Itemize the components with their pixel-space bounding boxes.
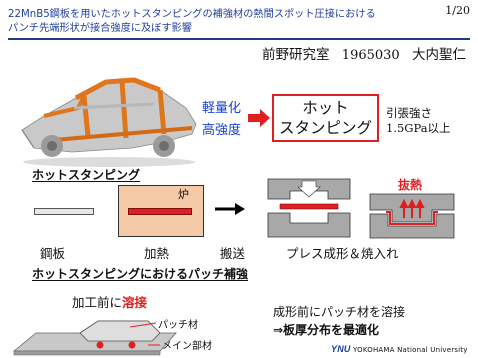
hot-stamping-line2: スタンピング xyxy=(278,119,372,137)
conclusion-line1: 成形前にパッチ材を溶接 xyxy=(273,305,406,319)
tensile-value: 1.5GPa以上 xyxy=(386,121,451,135)
pre-weld-text: 加工前に xyxy=(72,295,123,310)
step-transfer: 搬送 xyxy=(220,246,246,261)
conclusion-line2: ⇒板厚分布を最適化 xyxy=(273,323,380,337)
step-steel-sheet: 鋼板 xyxy=(40,246,66,261)
press-die-diagram xyxy=(267,178,351,238)
step-press-quench: プレス成形＆焼入れ xyxy=(286,246,399,261)
university-logo: YNU YOKOHAMA National University xyxy=(331,344,468,354)
student-id: 1965030 xyxy=(341,48,400,63)
author-line: 前野研究室 1965030 大内聖仁 xyxy=(262,43,466,63)
hot-stamping-line1: ホット xyxy=(302,99,349,117)
transfer-arrow-icon xyxy=(215,203,245,215)
weld-emphasis: 溶接 xyxy=(122,295,148,310)
heat-removal-label: 抜熱 xyxy=(398,178,423,192)
tensile-strength: 引張強さ 1.5GPa以上 xyxy=(386,106,451,136)
benefit-high-strength: 高強度 xyxy=(202,123,242,138)
slide-title-line2: パンチ先端形状が接合強度に及ぼす影響 xyxy=(8,22,192,34)
page-number: 1/20 xyxy=(445,4,470,17)
car-body-image xyxy=(21,77,197,167)
benefits: 軽量化 高強度 xyxy=(202,100,241,140)
benefit-lightweight: 軽量化 xyxy=(202,101,242,116)
author-name: 大内聖仁 xyxy=(412,47,466,63)
conclusion-text: 成形前にパッチ材を溶接 ⇒板厚分布を最適化 xyxy=(273,303,405,339)
slide-title: 22MnB5鋼板を用いたホットスタンピングの補強材の熱間スポット圧接における パ… xyxy=(8,8,428,35)
lab-name: 前野研究室 xyxy=(262,47,330,63)
process-heading: ホットスタンピング xyxy=(32,168,141,182)
steel-sheet-shape xyxy=(34,208,94,215)
closed-press-diagram xyxy=(369,193,455,239)
ynu-mark: YNU xyxy=(331,344,351,354)
hot-stamping-box: ホット スタンピング xyxy=(272,94,379,142)
university-name: YOKOHAMA National University xyxy=(353,346,468,354)
step-heating: 加熱 xyxy=(144,246,170,261)
furnace-label: 炉 xyxy=(178,188,189,201)
red-arrow-icon xyxy=(248,109,270,127)
heated-sheet-shape xyxy=(128,208,192,215)
slide-title-line1: 22MnB5鋼板を用いたホットスタンピングの補強材の熱間スポット圧接における xyxy=(8,9,376,20)
main-member-label: メイン部材 xyxy=(162,341,212,352)
pre-weld-label: 加工前に溶接 xyxy=(72,292,147,311)
title-divider xyxy=(8,38,470,40)
patch-heading: ホットスタンピングにおけるパッチ補強 xyxy=(32,267,249,281)
patch-weld-diagram xyxy=(12,320,177,356)
tensile-label: 引張強さ xyxy=(386,106,432,120)
patch-material-label: パッチ材 xyxy=(158,320,198,331)
